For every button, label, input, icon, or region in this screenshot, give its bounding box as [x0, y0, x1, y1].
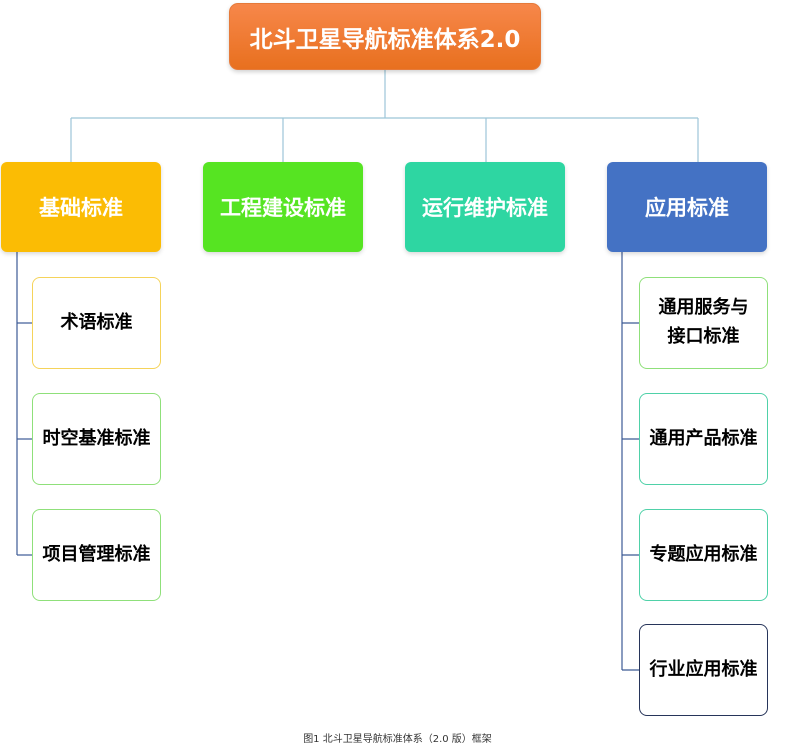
leaf-project-management-standards: 项目管理标准: [32, 509, 161, 601]
figure-caption: 图1 北斗卫星导航标准体系（2.0 版）框架: [303, 734, 492, 745]
leaf-thematic-application-standards: 专题应用标准: [639, 509, 768, 601]
category-engineering-standards: 工程建设标准: [203, 162, 363, 252]
leaf-label: 通用服务与接口标准: [658, 297, 749, 347]
category-label: 应用标准: [645, 196, 729, 220]
category-label: 工程建设标准: [220, 196, 346, 220]
leaf-spatiotemporal-standards: 时空基准标准: [32, 393, 161, 485]
category-label: 运行维护标准: [422, 196, 548, 220]
leaf-label: 通用产品标准: [649, 427, 758, 449]
leaf-label: 术语标准: [60, 311, 133, 333]
leaf-industry-application-standards: 行业应用标准: [639, 624, 768, 716]
leaf-label: 项目管理标准: [42, 543, 151, 565]
root-label: 北斗卫星导航标准体系2.0: [249, 26, 521, 53]
category-label: 基础标准: [39, 196, 123, 220]
category-application-standards: 应用标准: [607, 162, 767, 252]
leaf-label: 行业应用标准: [649, 658, 758, 680]
leaf-service-interface-standards: 通用服务与接口标准: [639, 277, 768, 369]
root-node: 北斗卫星导航标准体系2.0: [229, 3, 541, 70]
category-basic-standards: 基础标准: [1, 162, 161, 252]
leaf-terminology-standards: 术语标准: [32, 277, 161, 369]
leaf-general-product-standards: 通用产品标准: [639, 393, 768, 485]
category-operations-standards: 运行维护标准: [405, 162, 565, 252]
leaf-label: 专题应用标准: [649, 543, 758, 565]
leaf-label: 时空基准标准: [42, 427, 151, 449]
